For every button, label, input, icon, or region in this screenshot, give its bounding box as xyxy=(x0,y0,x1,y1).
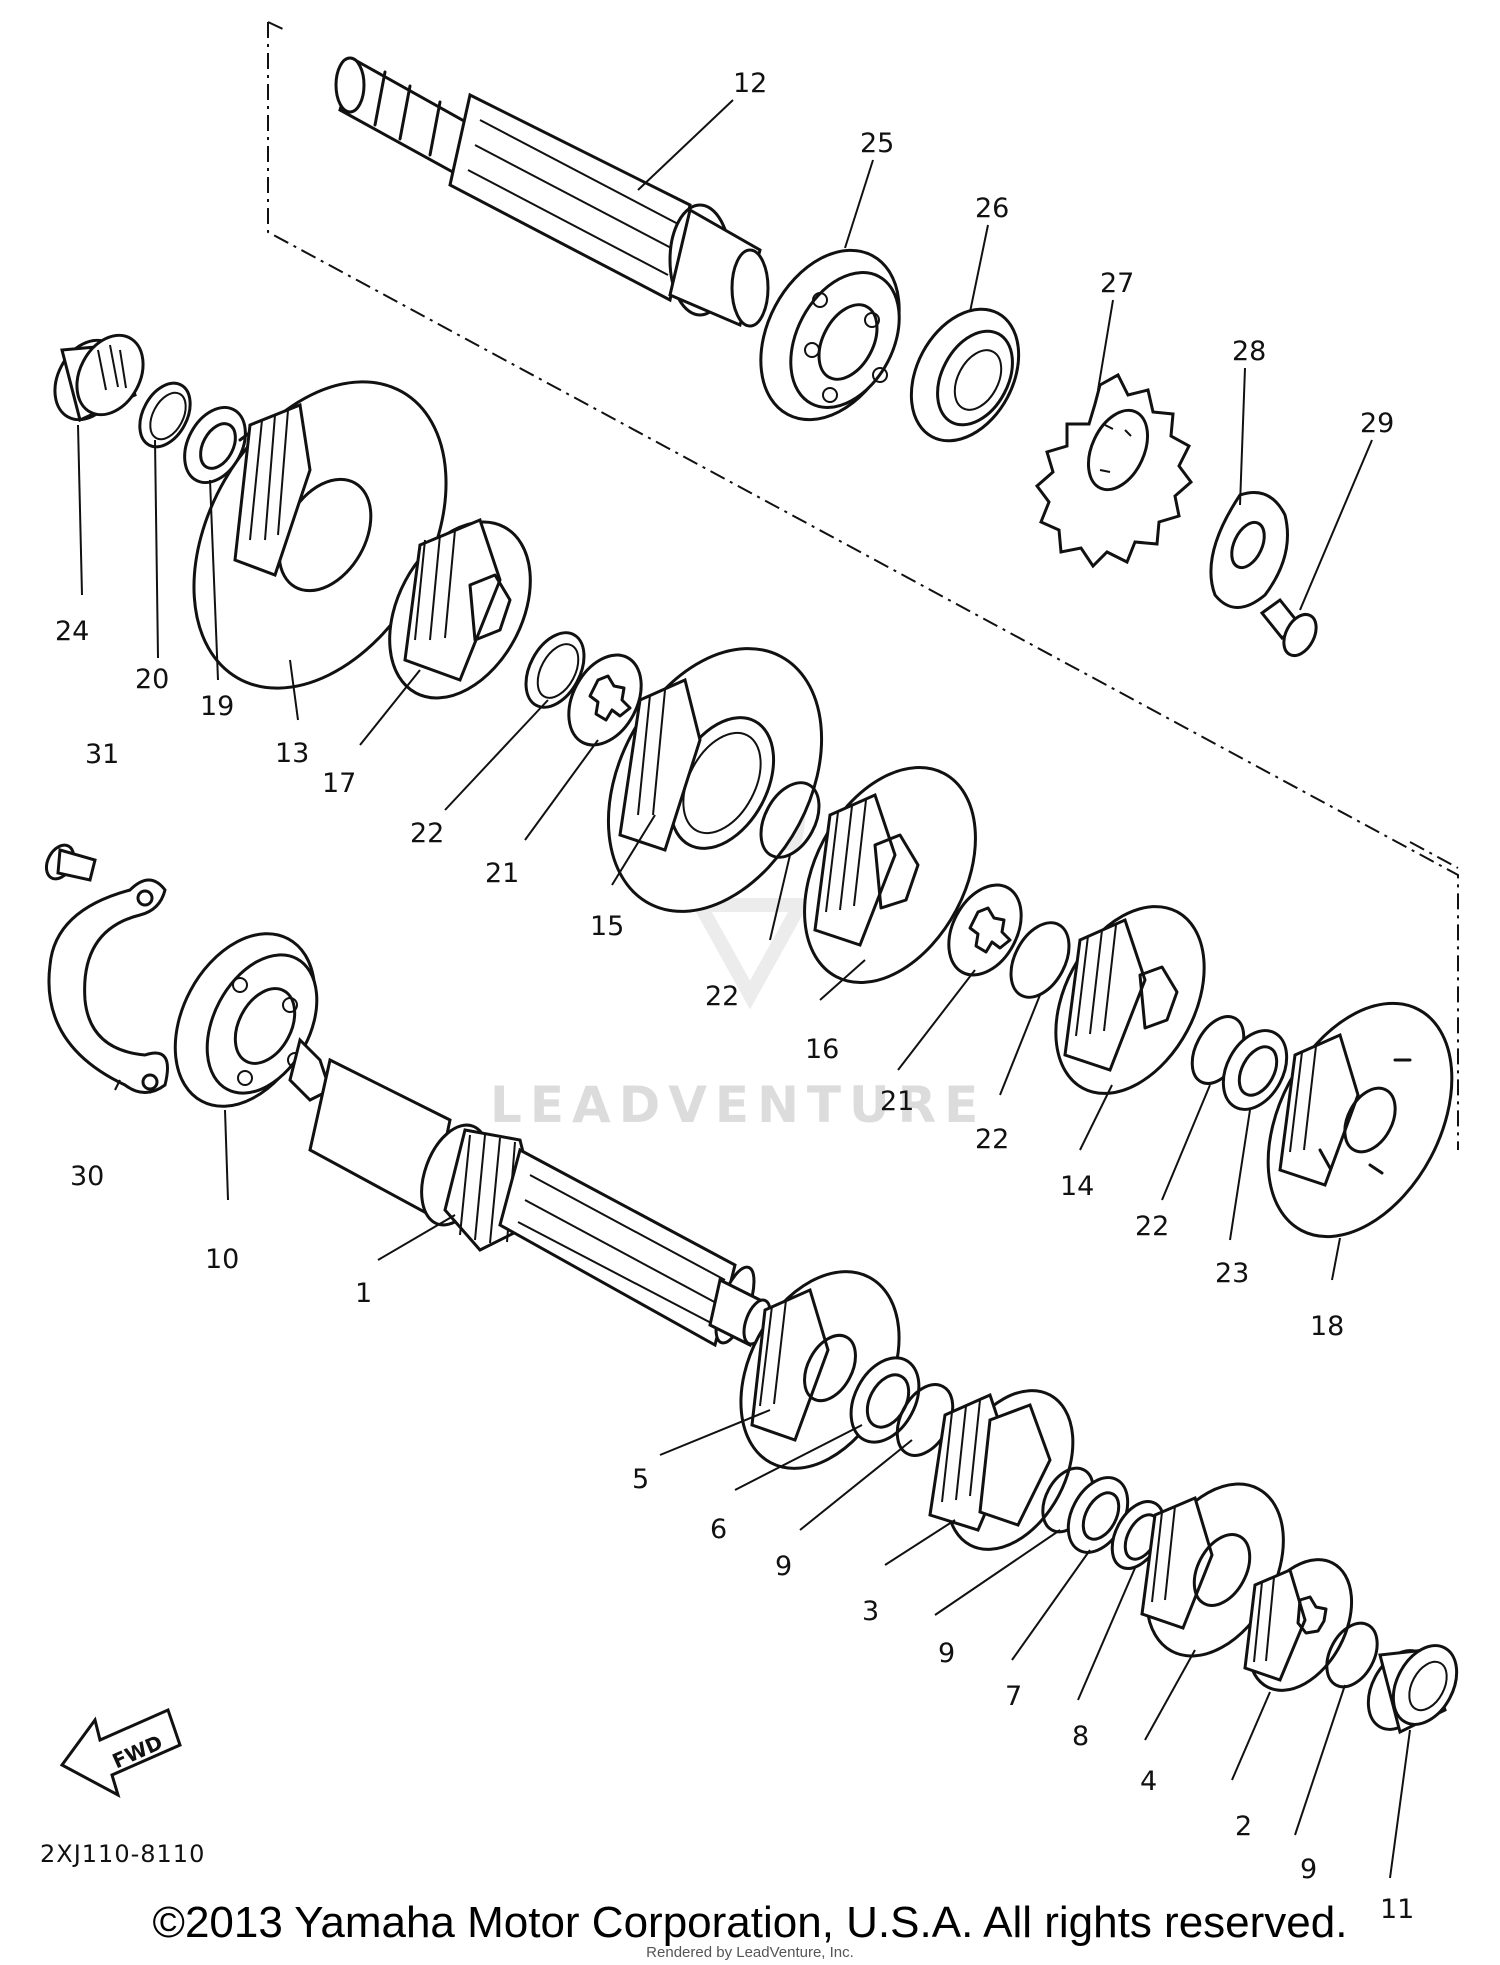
callout-5: 5 xyxy=(632,1464,649,1495)
washer-part-6 xyxy=(849,1356,921,1444)
diagram-code: 2XJ110-8110 xyxy=(40,1840,205,1868)
assembly-frame xyxy=(267,21,1459,1150)
callout-26: 26 xyxy=(975,193,1009,224)
washer-part-21a xyxy=(567,653,643,747)
callout-20: 20 xyxy=(135,664,169,695)
callout-31: 31 xyxy=(85,739,119,770)
oil-seal-part-26 xyxy=(909,307,1021,443)
callout-25: 25 xyxy=(860,128,894,159)
lock-washer-part-28 xyxy=(1209,491,1289,609)
callout-22c: 22 xyxy=(975,1124,1009,1155)
callout-23: 23 xyxy=(1215,1258,1249,1289)
callout-27: 27 xyxy=(1100,268,1134,299)
gear-part-2 xyxy=(1243,1558,1354,1692)
leader-lines xyxy=(77,99,1411,1879)
callout-19: 19 xyxy=(200,691,234,722)
stopper-plate-part-30 xyxy=(47,878,169,1094)
forward-arrow-icon: FWD xyxy=(59,1707,182,1799)
watermark-text: LEADVENTURE xyxy=(490,1076,986,1134)
callout-9a: 9 xyxy=(775,1551,792,1582)
callout-1: 1 xyxy=(355,1278,372,1309)
needle-bearing-part-11 xyxy=(1366,1644,1459,1735)
callout-22d: 22 xyxy=(1135,1211,1169,1242)
callout-30: 30 xyxy=(70,1161,104,1192)
bearing-part-25 xyxy=(759,248,901,422)
callout-21b: 21 xyxy=(880,1086,914,1117)
callout-21a: 21 xyxy=(485,858,519,889)
callout-14: 14 xyxy=(1060,1171,1094,1202)
washer-part-19 xyxy=(183,405,247,485)
callout-24: 24 xyxy=(55,616,89,647)
circlip-part-22c xyxy=(1009,921,1071,999)
bearing-part-10 xyxy=(173,932,319,1108)
callout-18: 18 xyxy=(1310,1311,1344,1342)
rendered-by-note: Rendered by LeadVenture, Inc. xyxy=(646,1944,854,1961)
circlip-part-9c xyxy=(1325,1621,1379,1689)
callout-28: 28 xyxy=(1232,336,1266,367)
part-callouts: 12 25 26 27 28 29 24 20 19 13 17 22 21 1… xyxy=(55,68,1414,1925)
callout-8: 8 xyxy=(1072,1721,1089,1752)
circlip-part-20 xyxy=(138,381,192,449)
callout-13: 13 xyxy=(275,738,309,769)
callout-12: 12 xyxy=(733,68,767,99)
callout-15: 15 xyxy=(590,911,624,942)
gear-part-13 xyxy=(192,380,448,690)
copyright-notice: ©2013 Yamaha Motor Corporation, U.S.A. A… xyxy=(152,1898,1348,1947)
gear-part-14 xyxy=(1054,905,1206,1095)
washer-part-23 xyxy=(1221,1029,1289,1111)
washer-part-21b xyxy=(947,883,1023,977)
main-axle-part-1 xyxy=(288,1037,772,1348)
needle-bearing-part-24 xyxy=(53,333,145,423)
callout-17: 17 xyxy=(322,768,356,799)
callout-9b: 9 xyxy=(938,1638,955,1669)
callout-29: 29 xyxy=(1360,408,1394,439)
callout-2: 2 xyxy=(1235,1811,1252,1842)
callout-9c: 9 xyxy=(1300,1854,1317,1885)
callout-11: 11 xyxy=(1380,1894,1414,1925)
callout-22b: 22 xyxy=(705,981,739,1012)
callout-22a: 22 xyxy=(410,818,444,849)
drive-axle-part-12 xyxy=(334,56,770,328)
gear-part-18 xyxy=(1266,1001,1454,1239)
callout-6: 6 xyxy=(710,1514,727,1545)
callout-4: 4 xyxy=(1140,1766,1157,1797)
callout-16: 16 xyxy=(805,1034,839,1065)
drive-sprocket-part-27 xyxy=(1034,372,1194,569)
bolt-part-31 xyxy=(44,843,97,882)
gear-part-4 xyxy=(1140,1482,1285,1658)
bolt-part-29 xyxy=(1259,597,1318,658)
circlip-part-22b xyxy=(759,781,821,859)
callout-3: 3 xyxy=(862,1596,879,1627)
gear-part-17 xyxy=(388,517,532,700)
gear-part-3 xyxy=(928,1389,1075,1551)
gear-part-16 xyxy=(803,766,977,984)
callout-7: 7 xyxy=(1005,1681,1022,1712)
callout-10: 10 xyxy=(205,1244,239,1275)
gear-part-15 xyxy=(606,647,824,913)
